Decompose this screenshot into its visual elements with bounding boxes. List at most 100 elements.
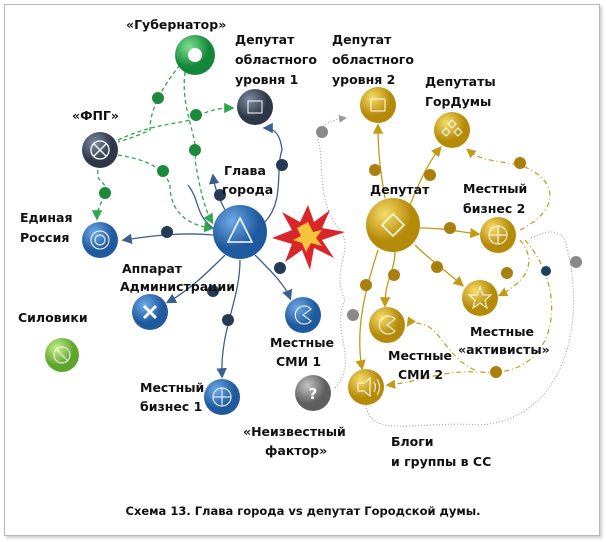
plus-badge (189, 144, 201, 156)
label-mayor-line2: города (222, 182, 273, 197)
plus-badge (161, 226, 173, 238)
question-icon: ? (309, 385, 318, 403)
triangle-icon (226, 216, 254, 243)
label-media2-line2: СМИ 2 (398, 367, 443, 382)
node-local-media-2[interactable] (369, 307, 405, 343)
label-deputy: Депутат (370, 182, 430, 197)
edge-mayor-administration (165, 254, 226, 304)
cross-circle-icon (90, 140, 110, 160)
node-regional-deputy-1[interactable] (237, 89, 273, 125)
conflict-explosion-icon (272, 205, 345, 270)
sun-icon (188, 48, 202, 62)
flag-icon (247, 100, 263, 114)
prohibited-icon (53, 346, 71, 364)
plus-badge (274, 262, 286, 274)
crosshair-icon (212, 387, 232, 407)
node-administration[interactable] (132, 294, 168, 330)
plus-badge (431, 261, 443, 273)
label-siloviki: Силовики (18, 310, 88, 325)
frame-border (4, 4, 600, 536)
node-regional-deputy-2[interactable] (360, 87, 396, 123)
plus-badge (360, 279, 372, 291)
edge-mayor-media1 (254, 254, 293, 301)
label-administration-line2: Администрации (120, 279, 235, 294)
label-business1-line2: бизнес 1 (140, 399, 202, 414)
node-mayor[interactable] (213, 205, 267, 259)
edge-governor-fpg (117, 64, 181, 143)
label-media1-line2: СМИ 1 (276, 354, 321, 369)
label-duma-line1: Депутаты (425, 74, 496, 89)
edge-fpg-united-russia (91, 169, 107, 221)
node-deputy[interactable] (366, 198, 420, 252)
label-unknown-line2: фактор» (265, 443, 327, 458)
plus-badge (157, 165, 169, 177)
edge-to-media2 (406, 316, 476, 371)
plus-badge (514, 157, 526, 169)
label-activists-line2: «активисты» (458, 342, 550, 357)
label-business2-line1: Местный (463, 181, 527, 196)
label-business2-line2: бизнес 2 (463, 201, 525, 216)
plus-badge (424, 169, 436, 181)
edge-deputy-blogs (355, 249, 379, 371)
plus-badges (99, 92, 582, 378)
x-icon (142, 304, 158, 320)
node-local-business-2[interactable] (480, 217, 516, 253)
plus-badge (99, 187, 111, 199)
edge-mayor-deputy1 (262, 122, 283, 223)
label-fpg: «ФПГ» (72, 108, 119, 123)
label-governor: «Губернатор» (126, 17, 226, 32)
node-local-media-1[interactable] (285, 297, 321, 333)
node-united-russia[interactable] (82, 222, 118, 258)
label-mayor-line1: Глава (224, 163, 266, 178)
edge-fpg-mayor (117, 154, 215, 233)
pacman-icon (378, 315, 396, 335)
label-regional-deputy-2-line3: уровня 2 (332, 72, 395, 87)
plus-badge (388, 269, 400, 281)
node-siloviki[interactable] (45, 338, 79, 372)
plus-badge (501, 267, 513, 279)
governor-fpg-edges (91, 64, 235, 233)
label-regional-deputy-2-line1: Депутат (332, 32, 392, 47)
node-local-business-1[interactable] (204, 379, 240, 415)
node-fpg[interactable] (82, 132, 118, 168)
label-media1-line1: Местные (270, 335, 334, 350)
diamonds-icon (441, 119, 463, 137)
edge-business2-duma (466, 148, 551, 231)
label-blogs-line1: Блоги (391, 434, 434, 449)
dot-marker (541, 266, 551, 276)
node-local-activists[interactable] (462, 280, 498, 316)
plus-badge (276, 159, 288, 171)
plus-badge (207, 285, 219, 297)
plus-badge (222, 314, 234, 326)
node-governor[interactable] (175, 35, 215, 75)
node-unknown-factor[interactable]: ? (295, 375, 331, 411)
label-regional-deputy-1-line2: областного (235, 52, 317, 67)
edge-governor-mayor (183, 71, 214, 225)
label-united-russia-line2: Россия (20, 230, 69, 245)
star-icon (467, 285, 493, 310)
edge-business2-activists (497, 239, 530, 297)
gray-edges (317, 114, 575, 427)
plus-badge (214, 189, 226, 201)
label-media2-line1: Местные (388, 348, 452, 363)
minus-badge (316, 126, 328, 138)
label-united-russia-line1: Единая (20, 210, 73, 225)
plus-badge (190, 109, 202, 121)
label-regional-deputy-1-line3: уровня 1 (235, 72, 298, 87)
dashed-gold-edges (385, 148, 553, 390)
target-icon (90, 230, 110, 250)
edge-fpg-deputy1 (117, 102, 235, 141)
minus-badge (570, 256, 582, 268)
diamond-icon (380, 212, 406, 238)
label-administration-line1: Аппарат (122, 261, 183, 276)
edge-business2-blogs (385, 239, 553, 390)
megaphone-icon (357, 376, 380, 398)
edge-curve (187, 184, 214, 229)
flag-icon (370, 98, 386, 112)
node-blogs[interactable] (348, 369, 384, 405)
pacman-icon (294, 305, 312, 325)
node-city-duma-deputies[interactable] (434, 112, 470, 148)
plus-badge (490, 366, 502, 378)
